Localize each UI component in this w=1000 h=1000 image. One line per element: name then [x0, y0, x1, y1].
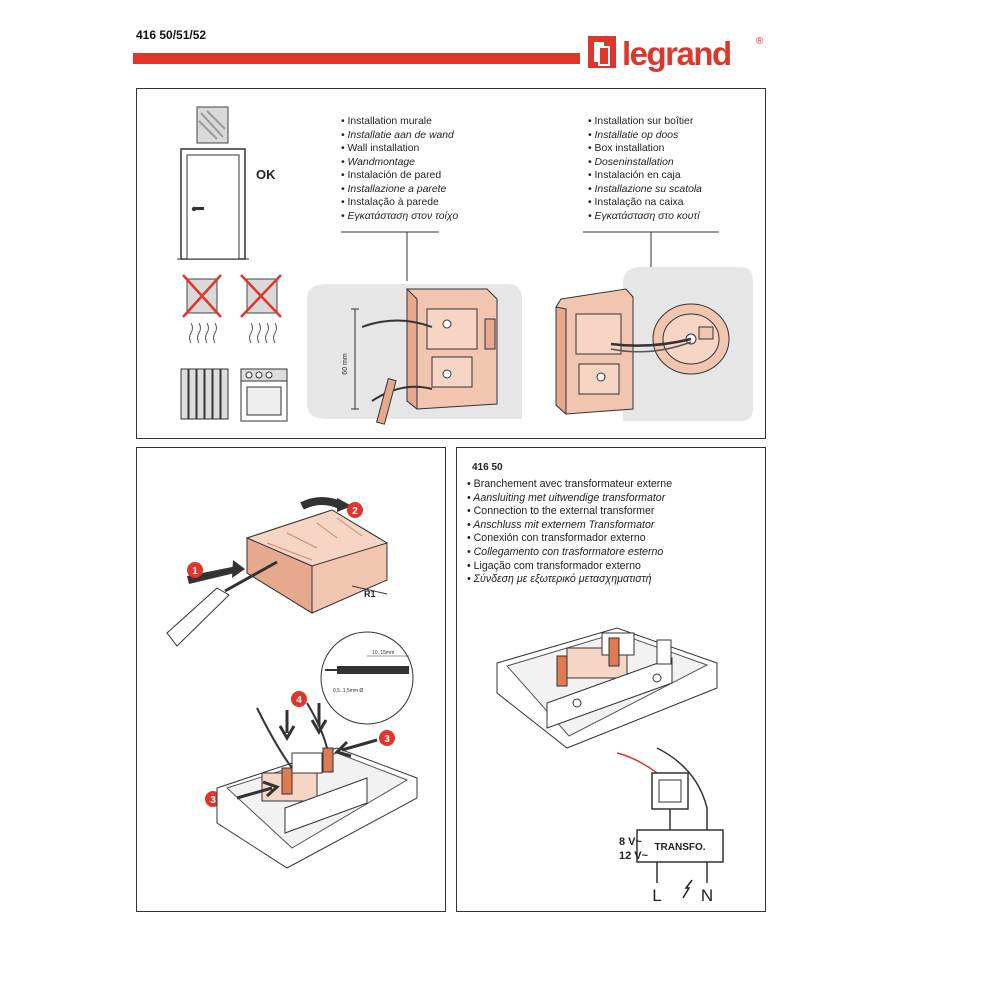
wiring-steps-illustration: R1 1 2 3 4 3 10..15mm: [166, 497, 418, 869]
step-4-badge: 4: [296, 695, 302, 706]
dimension-label: 60 mm: [342, 353, 349, 375]
step-2-badge: 2: [352, 506, 358, 517]
brand-name: legrand: [622, 35, 731, 72]
step-badges: 1 2 3 4 3: [187, 502, 395, 807]
transformer-label: TRANSFO.: [654, 842, 705, 853]
line-label: L: [652, 886, 661, 905]
crossed-chime-oven-icon: [240, 274, 288, 422]
wire-diameter-label: 0,5..1,5mm Ø: [333, 688, 363, 694]
chime-base-illustration: [496, 627, 718, 749]
wall-installation-text: • Installation murale • Installatie aan …: [341, 116, 459, 222]
transformer-wiring-illustration: TRANSFO. 8 V~ 12 V~ L N: [496, 627, 724, 905]
wall-installation-illustration: 60 mm: [307, 231, 522, 425]
transformer-connection-text: • Branchement avec transformateur extern…: [467, 478, 673, 586]
wiring-steps-panel: R1 1 2 3 4 3 10..15mm: [136, 447, 446, 912]
lightning-icon: [682, 879, 693, 899]
transformer-connection-panel: 416 50 • Branchement avec transformateur…: [456, 447, 766, 912]
neutral-label: N: [701, 886, 713, 905]
legrand-logo: legrand ®: [588, 35, 764, 72]
box-installation-illustration: [555, 231, 753, 421]
installation-panel: OK • Installation murale • Installatie a…: [136, 88, 766, 439]
transformer-box: TRANSFO.: [636, 829, 724, 863]
header-red-bar: [133, 53, 580, 64]
wire-strip-detail: 10..15mm 0,5..1,5mm Ø: [320, 631, 414, 725]
registered-mark: ®: [756, 36, 764, 47]
box-installation-text: • Installation sur boîtier • Installatie…: [588, 116, 702, 222]
crossed-chime-radiator-icon: [180, 274, 229, 420]
model-number: 416 50: [472, 462, 503, 473]
chime-ok-icon: [196, 106, 229, 144]
part-label: R1: [364, 589, 376, 599]
cover-illustration: [245, 497, 389, 614]
placement-illustration: [177, 106, 288, 422]
step-3b-badge: 3: [210, 795, 216, 806]
screwdriver-illustration: [166, 560, 278, 647]
base-plate-illustration: [216, 702, 418, 869]
strip-length-label: 10..15mm: [372, 650, 394, 656]
push-button-icon: [651, 772, 689, 810]
door-icon: [177, 148, 249, 260]
product-reference: 416 50/51/52: [136, 28, 207, 42]
ok-label: OK: [256, 167, 276, 182]
step-1-badge: 1: [192, 566, 198, 577]
voltage-12v-label: 12 V~: [619, 850, 649, 862]
step-3-badge: 3: [384, 734, 390, 745]
voltage-8v-label: 8 V~: [619, 836, 643, 848]
